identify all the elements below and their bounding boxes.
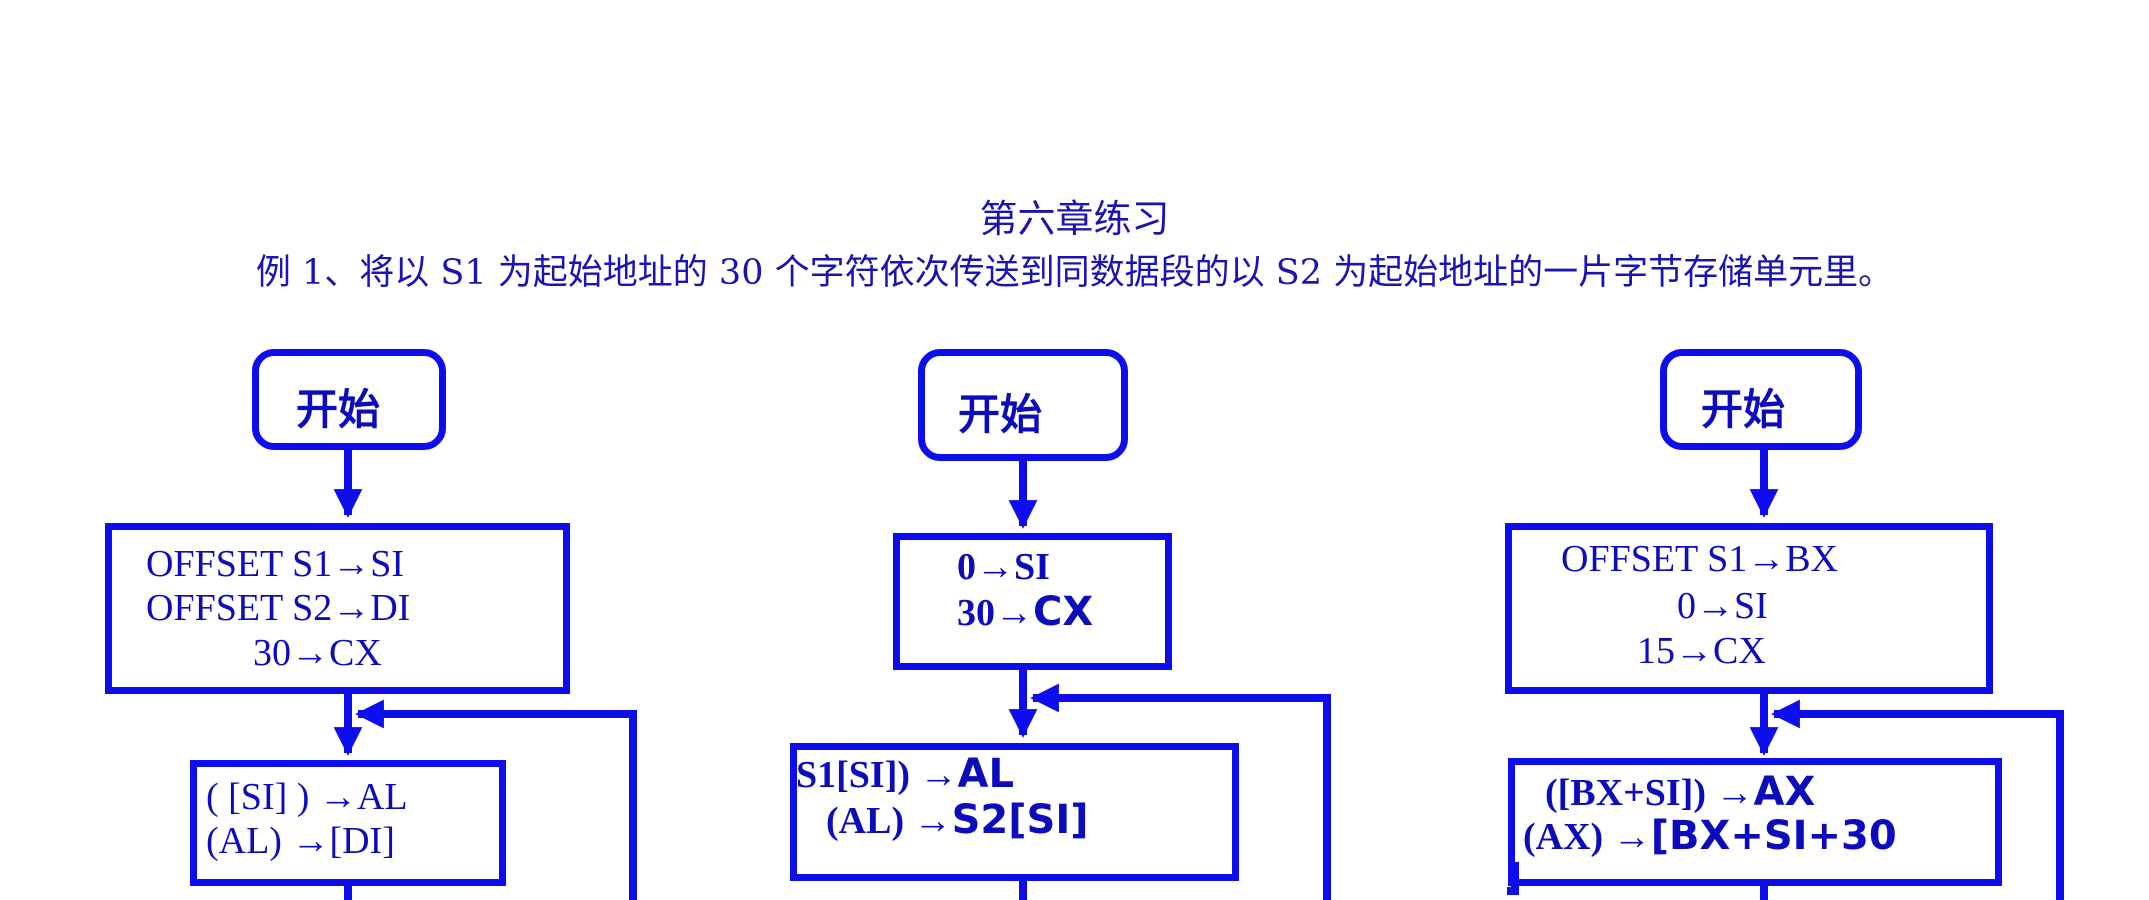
start-terminal-2: 开始	[918, 349, 1128, 461]
loop-back-line-3	[1771, 699, 2064, 900]
loop-store-target-3: [BX+SI+30	[1650, 813, 1897, 859]
init-process-box-3	[1505, 523, 1993, 694]
loop-back-line-2	[1030, 683, 1331, 900]
start-label-3: 开始	[1701, 385, 1786, 434]
init-count-prefix: 30→	[957, 592, 1033, 634]
loop-process-box-1	[190, 760, 506, 886]
loop-load-register-3: AX	[1753, 769, 1816, 815]
loop-back-line-1	[355, 699, 637, 900]
init-line-count: 30→CX	[253, 632, 382, 674]
loop-process-box-3	[1508, 758, 2002, 886]
loop-line-load-al: ( [SI] ) →AL	[206, 776, 408, 818]
start-terminal-1: 开始	[252, 349, 446, 450]
page-title: 第六章练习	[979, 197, 1170, 241]
loop-load-source-3: ([BX+SI]) →	[1545, 772, 1754, 814]
init-process-box-1	[105, 523, 570, 694]
loop-load-source: S1[SI]) →	[796, 754, 958, 796]
loop-line-store-al: (AL) →[DI]	[206, 820, 395, 862]
init-line-zero-si-3: 0→SI	[1677, 585, 1768, 627]
init-count-register: CX	[1033, 589, 1094, 635]
loop-store-source: (AL) →	[826, 800, 952, 842]
loop-line-store-s2: (AL) →S2[SI]	[826, 800, 1089, 840]
loop-line-load-ax: ([BX+SI]) →AX	[1545, 772, 1815, 812]
start-terminal-3: 开始	[1660, 349, 1862, 450]
loop-exit-stub-3	[1507, 862, 1519, 895]
init-line-offset-s2: OFFSET S2→DI	[146, 587, 411, 629]
init-line-count-3: 15→CX	[1637, 630, 1766, 672]
start-label-2: 开始	[958, 390, 1043, 439]
loop-store-source-3: (AX) →	[1523, 816, 1651, 858]
init-line-offset-s1: OFFSET S1→SI	[146, 543, 405, 585]
init-line-zero-si: 0→SI	[957, 546, 1050, 588]
init-line-offset-bx: OFFSET S1→BX	[1561, 538, 1839, 580]
loop-line-store-ax: (AX) →[BX+SI+30	[1523, 816, 1897, 856]
loop-store-target: S2[SI]	[951, 797, 1089, 843]
exercise-statement: 例 1、将以 S1 为起始地址的 30 个字符依次传送到同数据段的以 S2 为起…	[255, 253, 1894, 293]
start-label-1: 开始	[296, 385, 381, 434]
loop-process-box-2	[790, 743, 1239, 881]
loop-line-load-al-2: S1[SI]) →AL	[796, 754, 1014, 794]
init-process-box-2	[893, 533, 1172, 670]
loop-load-register: AL	[957, 751, 1014, 797]
init-line-count-2: 30→CX	[957, 592, 1093, 632]
